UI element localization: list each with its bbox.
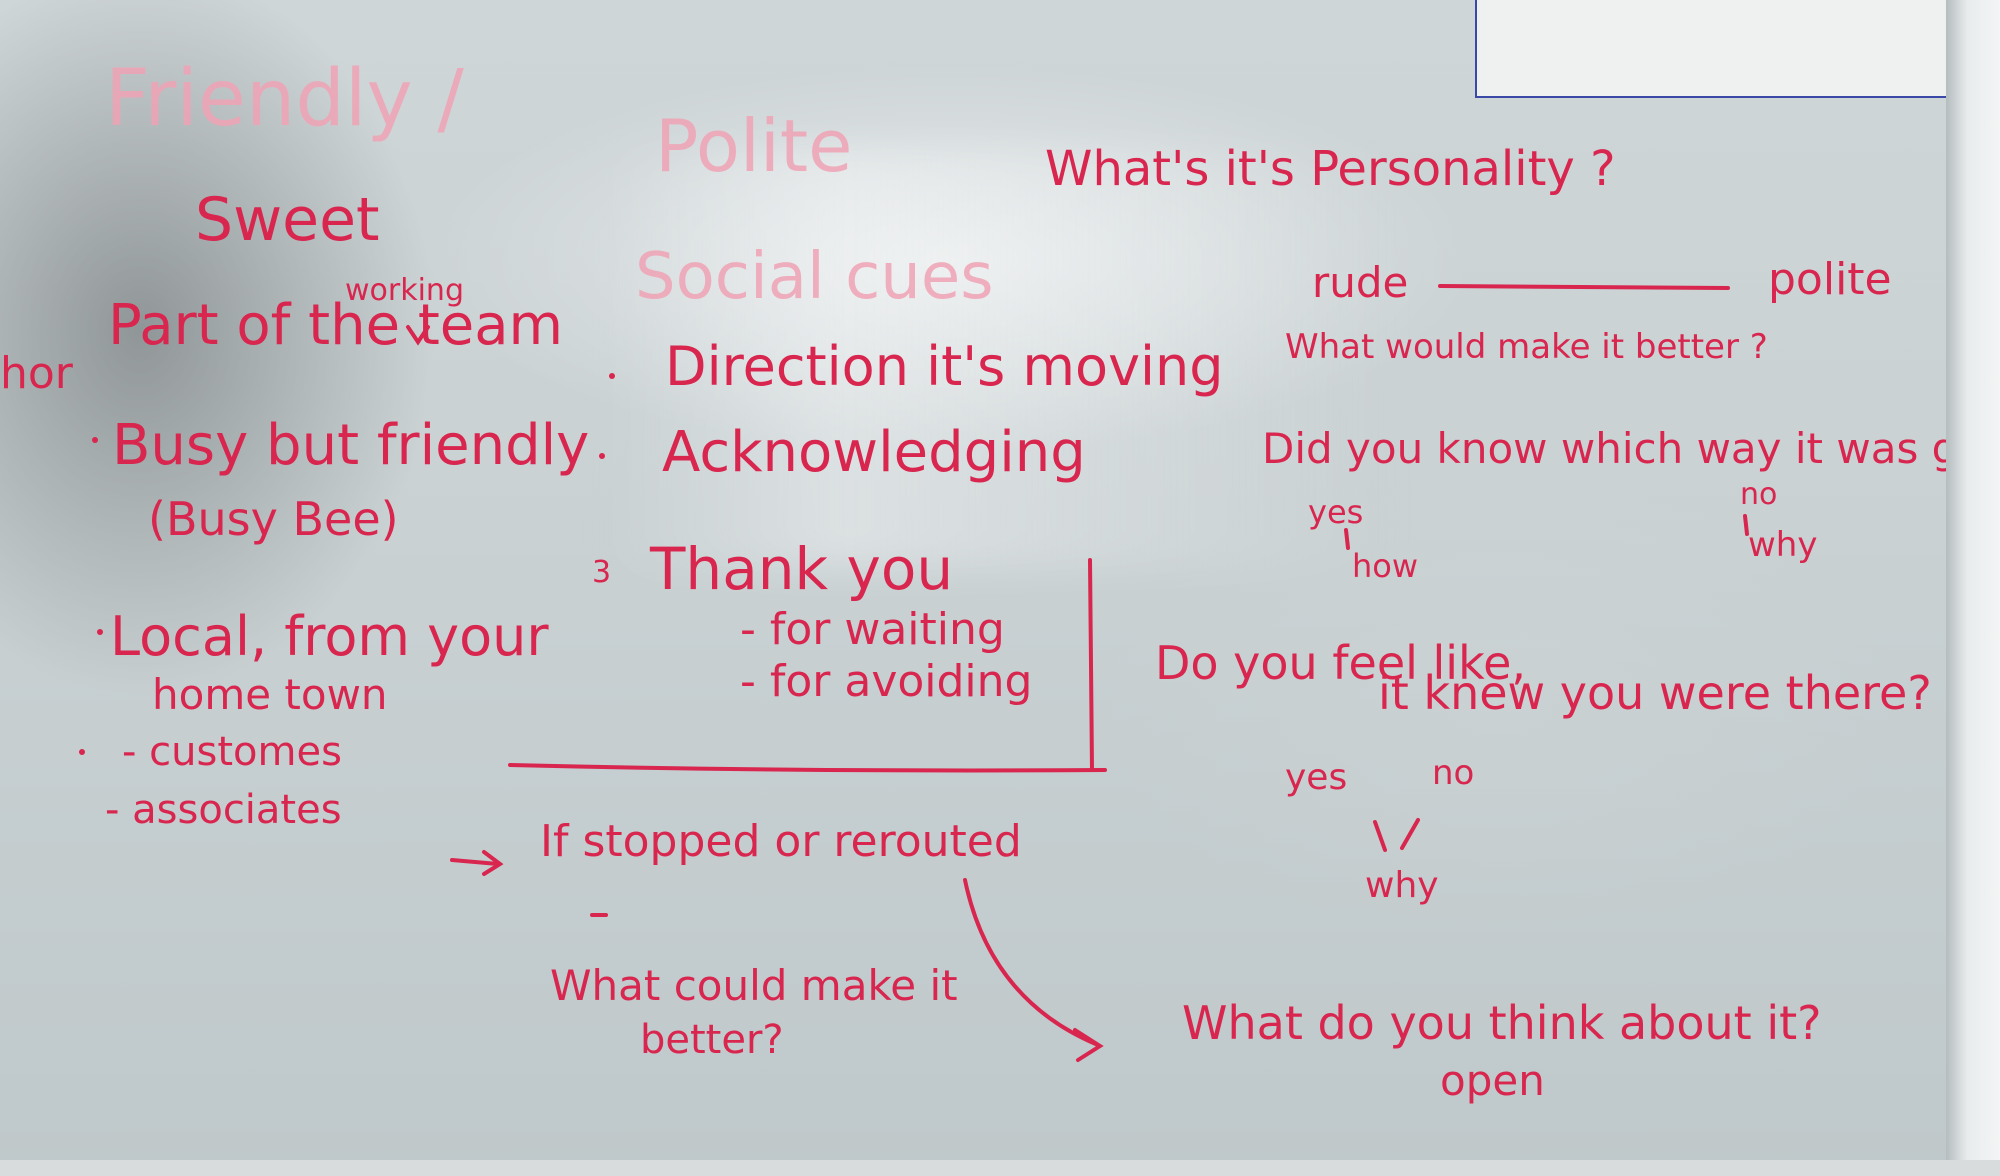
item-3-number: 3 <box>592 555 612 590</box>
edge-fragment: hor <box>0 348 73 399</box>
question-feel-like: Do you feel like, <box>1155 636 1527 690</box>
sub-associates: - associates <box>105 787 342 833</box>
sub-for-avoiding: - for avoiding <box>740 656 1033 707</box>
question-knew-you: it knew you were there? <box>1378 666 1932 720</box>
arrow-to-what-think <box>963 878 1104 1062</box>
caret-working <box>406 325 430 346</box>
insert-working: working <box>345 273 464 308</box>
bullet-4 <box>609 373 615 379</box>
board-frame-right <box>1946 0 2000 1176</box>
item-busy-bee: (Busy Bee) <box>148 492 399 546</box>
question-personality: What's it's Personality ? <box>1045 141 1616 197</box>
q3-no: no <box>1740 477 1778 512</box>
q4-branch-right <box>1400 818 1420 850</box>
q3-yes-tick <box>1344 528 1350 550</box>
q4-branch-left <box>1373 820 1387 852</box>
box-right-line <box>1088 558 1094 772</box>
q3-how: how <box>1352 547 1419 585</box>
q4-yes: yes <box>1285 757 1348 798</box>
heading-friendly: Friendly / <box>105 54 464 144</box>
item-acknowledging: Acknowledging <box>662 420 1086 485</box>
item-direction: Direction it's moving <box>665 335 1224 398</box>
bullet-5 <box>599 453 605 459</box>
sub-for-waiting: - for waiting <box>740 604 1005 655</box>
question-make-better: What would make it better ? <box>1285 327 1768 367</box>
bullet-3 <box>79 749 85 755</box>
bullet-2 <box>97 629 103 635</box>
board-frame-bottom <box>0 1160 2000 1176</box>
item-home-town: home town <box>152 670 388 719</box>
scale-line <box>1438 284 1730 290</box>
heading-polite: Polite <box>655 104 853 188</box>
q3-why: why <box>1748 525 1818 565</box>
question-which-way: Did you know which way it was going ? <box>1262 424 2000 473</box>
heading-sweet: Sweet <box>195 185 380 255</box>
heading-social-cues: Social cues <box>635 240 994 314</box>
sub-customes: - customes <box>122 729 342 775</box>
question-open: open <box>1440 1056 1545 1105</box>
q3-no-tick <box>1743 514 1749 536</box>
q4-no: no <box>1432 753 1475 793</box>
scale-polite: polite <box>1768 254 1892 305</box>
note-if-stopped: If stopped or rerouted <box>540 816 1022 867</box>
item-busy-but-friendly: Busy but friendly <box>112 413 590 478</box>
taped-paper <box>1475 0 1947 98</box>
note-what-could-make-it: What could make it <box>550 961 958 1010</box>
item-thank-you: Thank you <box>650 535 954 603</box>
question-what-think: What do you think about it? <box>1182 996 1822 1050</box>
item-part-of-team: Part of the team <box>108 293 564 358</box>
arrow-to-stopped <box>450 850 504 876</box>
bullet-1 <box>92 437 98 443</box>
q3-yes: yes <box>1308 493 1364 531</box>
scale-rude: rude <box>1312 258 1409 307</box>
q4-why: why <box>1365 865 1439 906</box>
note-better: better? <box>640 1017 784 1063</box>
window-glare <box>600 150 1400 570</box>
item-local: Local, from your <box>110 605 549 668</box>
box-bottom-line <box>508 763 1107 773</box>
